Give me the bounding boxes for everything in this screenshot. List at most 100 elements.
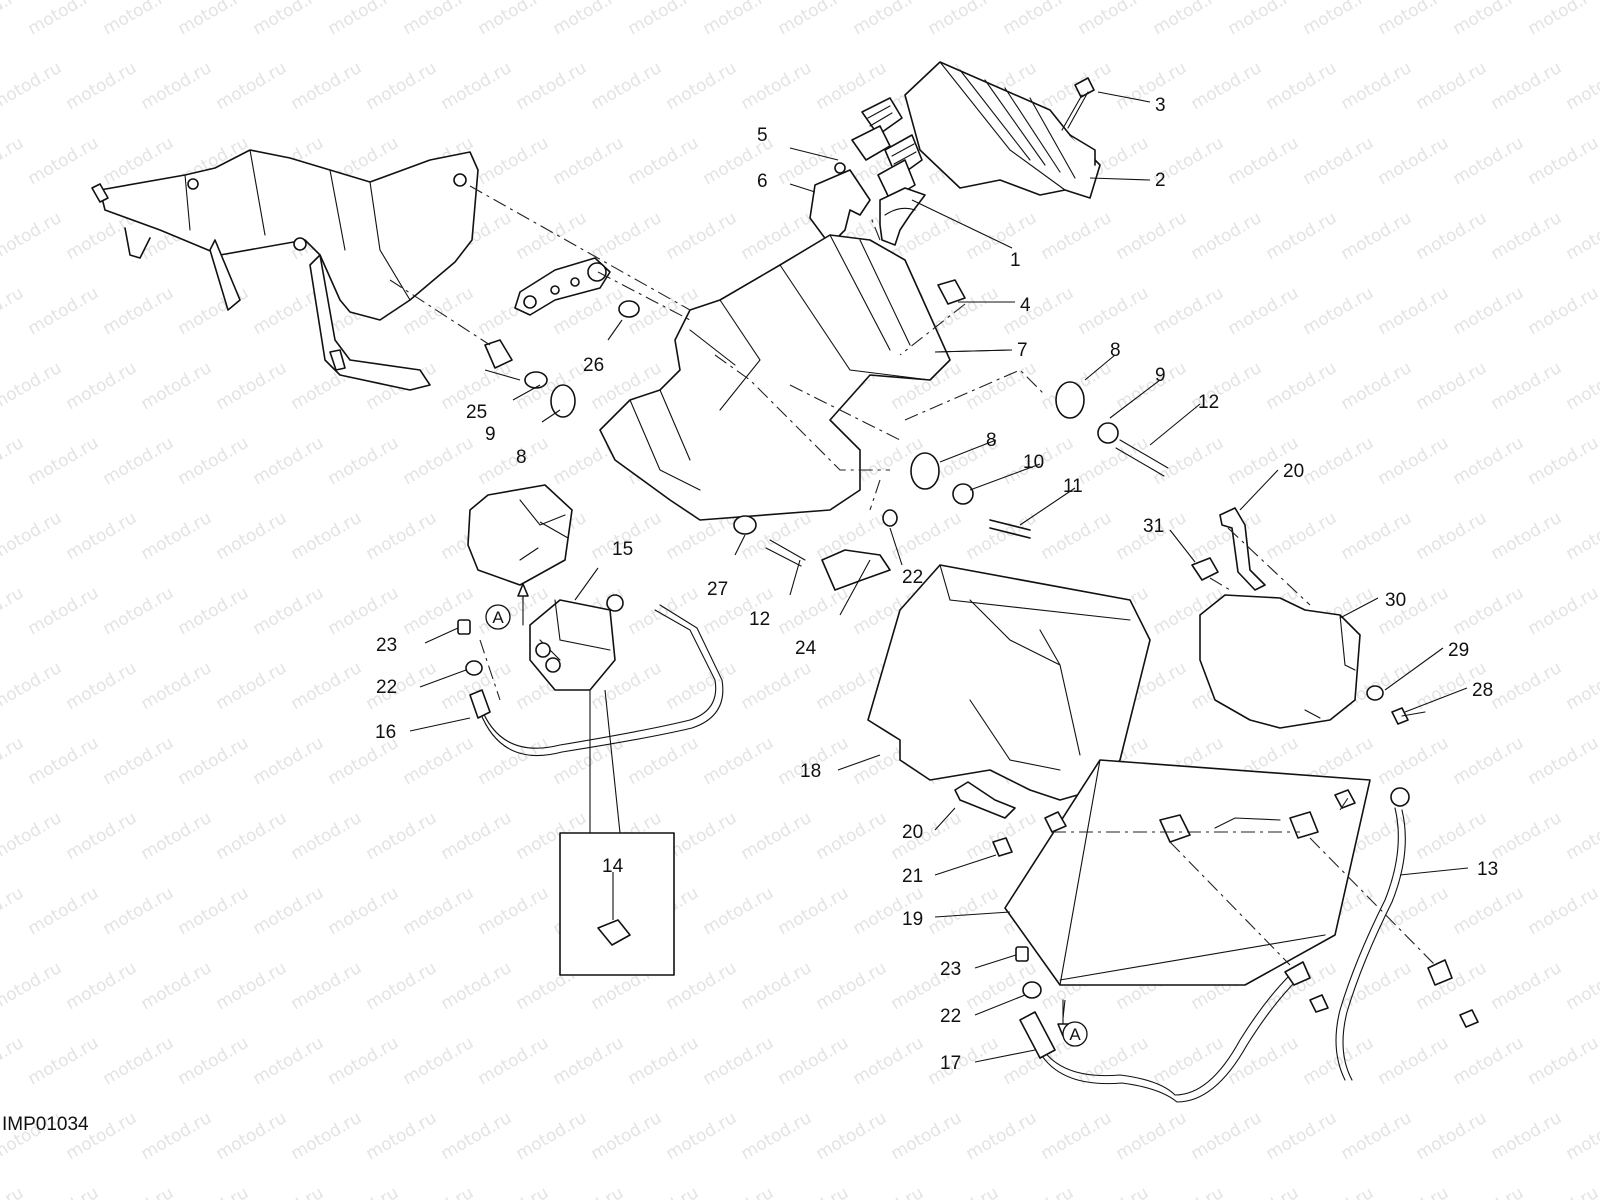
callout-8-right: 8	[1110, 340, 1121, 361]
watermark-text: motod.ru	[1338, 358, 1416, 414]
watermark-text: motod.ru	[213, 808, 291, 864]
watermark-text: motod.ru	[475, 883, 553, 939]
watermark-text: motod.ru	[1375, 433, 1453, 489]
watermark-text: motod.ru	[963, 208, 1041, 264]
watermark-text: motod.ru	[1450, 433, 1528, 489]
watermark-text: motod.ru	[588, 208, 666, 264]
watermark-text: motod.ru	[1488, 658, 1566, 714]
watermark-text: motod.ru	[100, 0, 178, 39]
callout-26: 26	[583, 355, 604, 376]
watermark-text: motod.ru	[213, 508, 291, 564]
watermark-text: motod.ru	[1488, 508, 1566, 564]
watermark-text: motod.ru	[0, 883, 27, 939]
cable-17-drawing	[1019, 961, 1329, 1103]
watermark-text: motod.ru	[438, 958, 516, 1014]
watermark-text: motod.ru	[250, 883, 328, 939]
callout-15: 15	[612, 539, 633, 560]
watermark-text: motod.ru	[288, 508, 366, 564]
watermark-text: motod.ru	[1450, 883, 1528, 939]
callout-18: 18	[800, 761, 821, 782]
watermark-text: motod.ru	[888, 1108, 966, 1164]
watermark-text: motod.ru	[1450, 283, 1528, 339]
watermark-text: motod.ru	[775, 1183, 853, 1200]
watermark-text: motod.ru	[1150, 1033, 1228, 1089]
watermark-text: motod.ru	[400, 733, 478, 789]
cable-13-drawing	[1335, 787, 1479, 1081]
watermark-text: motod.ru	[1225, 1033, 1303, 1089]
callout-22-bottom: 22	[940, 1006, 961, 1027]
watermark-text: motod.ru	[1263, 208, 1341, 264]
watermark-text: motod.ru	[1563, 508, 1600, 564]
watermark-text: motod.ru	[400, 883, 478, 939]
watermark-text: motod.ru	[438, 808, 516, 864]
watermark-text: motod.ru	[0, 658, 65, 714]
watermark-text: motod.ru	[850, 1033, 928, 1089]
watermark-text: motod.ru	[1563, 358, 1600, 414]
watermark-text: motod.ru	[738, 58, 816, 114]
watermark-text: motod.ru	[100, 1183, 178, 1200]
watermark-text: motod.ru	[925, 1033, 1003, 1089]
watermark-text: motod.ru	[288, 658, 366, 714]
watermark-text: motod.ru	[1263, 1108, 1341, 1164]
watermark-text: motod.ru	[25, 433, 103, 489]
watermark-text: motod.ru	[738, 808, 816, 864]
watermark-text: motod.ru	[363, 508, 441, 564]
watermark-text: motod.ru	[1525, 433, 1600, 489]
regulator-drawing	[904, 61, 1101, 199]
watermark-text: motod.ru	[1563, 1108, 1600, 1164]
watermark-text: motod.ru	[175, 0, 253, 39]
watermark-text: motod.ru	[1563, 208, 1600, 264]
watermark-text: motod.ru	[1413, 958, 1491, 1014]
watermark-text: motod.ru	[213, 1108, 291, 1164]
watermark-text: motod.ru	[363, 658, 441, 714]
watermark-text: motod.ru	[1225, 1183, 1303, 1200]
watermark-text: motod.ru	[1450, 1183, 1528, 1200]
watermark-text: motod.ru	[250, 433, 328, 489]
callout-6: 6	[757, 171, 768, 192]
rubber-1-drawing	[879, 187, 926, 246]
callout-1: 1	[1010, 250, 1021, 271]
watermark-text: motod.ru	[250, 1033, 328, 1089]
callout-21: 21	[902, 866, 923, 887]
screw-23-left-drawing	[457, 619, 483, 676]
watermark-text: motod.ru	[100, 283, 178, 339]
watermark-text: motod.ru	[1075, 0, 1153, 39]
watermark-text: motod.ru	[0, 133, 27, 189]
watermark-text: motod.ru	[25, 133, 103, 189]
watermark-text: motod.ru	[1225, 0, 1303, 39]
watermark-text: motod.ru	[0, 1183, 27, 1200]
relay-cover-15-drawing	[467, 484, 573, 586]
watermark-text: motod.ru	[175, 433, 253, 489]
screw-3-drawing	[1061, 77, 1095, 131]
watermark-text: motod.ru	[1188, 58, 1266, 114]
watermark-text: motod.ru	[1375, 283, 1453, 339]
callout-31: 31	[1143, 516, 1164, 537]
watermark-text: motod.ru	[1150, 1183, 1228, 1200]
watermark-text: motod.ru	[850, 0, 928, 39]
watermark-text: motod.ru	[775, 583, 853, 639]
clamp-24-drawing	[821, 549, 891, 591]
watermark-text: motod.ru	[25, 883, 103, 939]
watermark-text: motod.ru	[1488, 1108, 1566, 1164]
watermark-text: motod.ru	[1150, 283, 1228, 339]
watermark-text: motod.ru	[1113, 1108, 1191, 1164]
drawing-code: IMP01034	[2, 1114, 89, 1135]
watermark-text: motod.ru	[963, 358, 1041, 414]
watermark-text: motod.ru	[1525, 1183, 1600, 1200]
watermark-text: motod.ru	[175, 583, 253, 639]
watermark-text: motod.ru	[1263, 58, 1341, 114]
screw-21-drawing	[992, 837, 1013, 857]
callout-labels: 1 2 3 4 5 6 7 8 9 10 11 12 13 14 15 16 1…	[375, 95, 1498, 1074]
watermark-text: motod.ru	[1413, 508, 1491, 564]
watermark-text: motod.ru	[625, 0, 703, 39]
callout-17: 17	[940, 1053, 961, 1074]
screw-23-bottom-drawing	[1015, 946, 1042, 999]
watermark-text: motod.ru	[550, 733, 628, 789]
watermark-text: motod.ru	[1375, 133, 1453, 189]
watermark-text: motod.ru	[400, 433, 478, 489]
watermark-text: motod.ru	[775, 1033, 853, 1089]
watermark-text: motod.ru	[0, 958, 65, 1014]
watermark-text: motod.ru	[1338, 1108, 1416, 1164]
watermark-text: motod.ru	[550, 1033, 628, 1089]
bracket-20-bottom-drawing	[954, 781, 1016, 819]
